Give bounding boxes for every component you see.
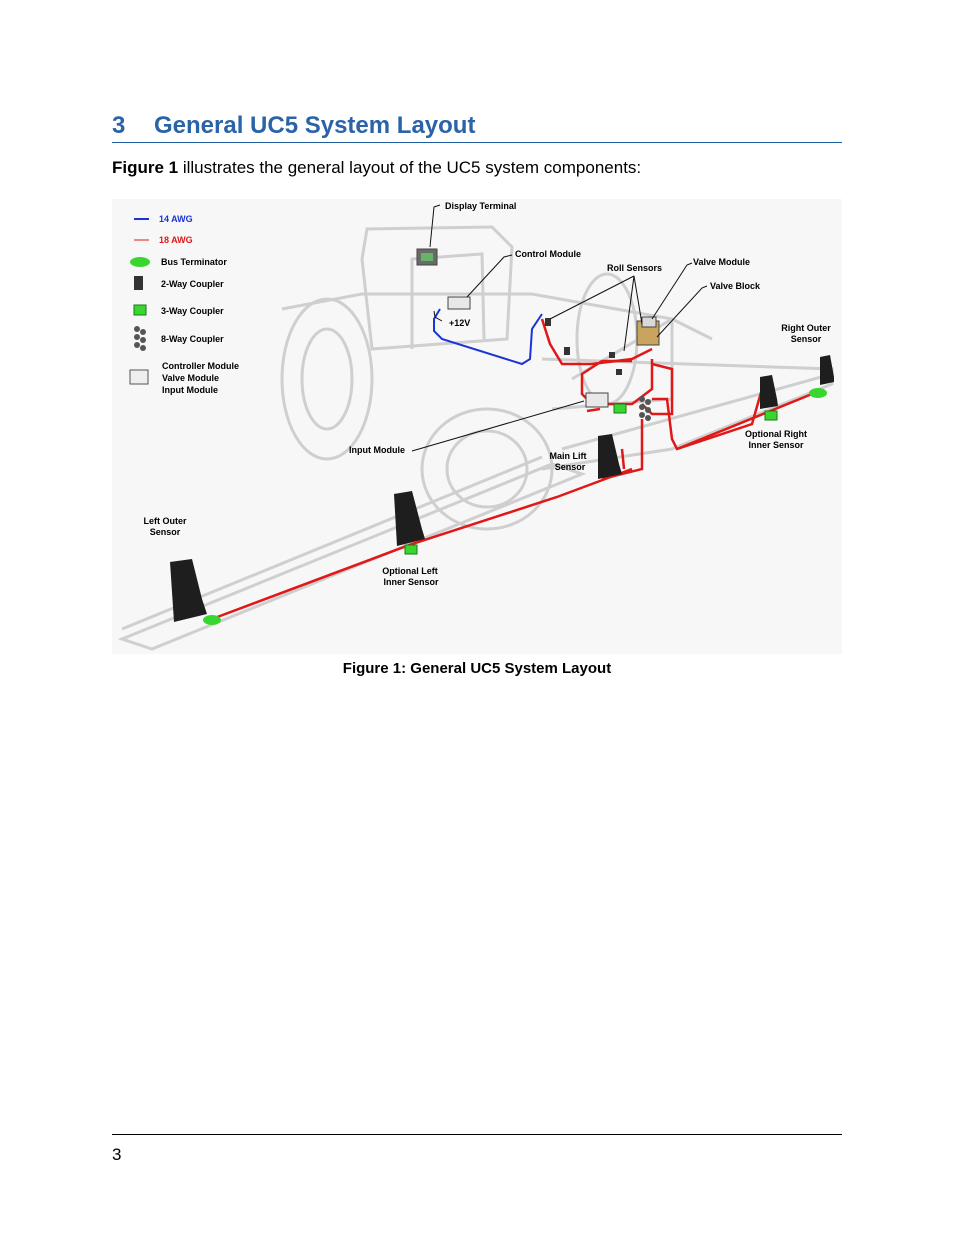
control-module-label: Control Module bbox=[515, 249, 581, 259]
section-number: 3 bbox=[112, 112, 126, 139]
module-boxes bbox=[416, 248, 660, 408]
legend-input-module-label: Input Module bbox=[162, 385, 218, 395]
valve-module-label: Valve Module bbox=[693, 257, 750, 267]
legend-18awg-label: 18 AWG bbox=[159, 235, 193, 245]
legend-eight-way-label: 8-Way Coupler bbox=[161, 334, 224, 344]
sensor-shapes bbox=[170, 355, 834, 622]
roll-sensor-marks bbox=[545, 318, 622, 375]
input-module-label: Input Module bbox=[349, 445, 405, 455]
legend-bus-terminator-label: Bus Terminator bbox=[161, 257, 227, 267]
left-inner-sensor-shape bbox=[394, 491, 425, 546]
system-layout-figure: 14 AWG 18 AWG Bus Terminator 2-Way Coupl… bbox=[112, 199, 842, 654]
eight-way-coupler-icon bbox=[134, 326, 146, 351]
valve-block-label: Valve Block bbox=[710, 281, 761, 291]
intro-paragraph: Figure 1 illustrates the general layout … bbox=[112, 158, 641, 178]
bus-terminator-icon bbox=[130, 257, 150, 267]
leader-lines bbox=[411, 204, 708, 452]
footer-rule bbox=[112, 1134, 842, 1135]
legend-14awg-label: 14 AWG bbox=[159, 214, 193, 224]
main-lift-label-line2: Sensor bbox=[555, 462, 586, 472]
legend-three-way-label: 3-Way Coupler bbox=[161, 306, 224, 316]
two-way-coupler-icon bbox=[134, 276, 143, 290]
system-layout-diagram: 14 AWG 18 AWG Bus Terminator 2-Way Coupl… bbox=[117, 201, 834, 651]
optional-right-inner-label-line2: Inner Sensor bbox=[748, 440, 804, 450]
module-icon bbox=[129, 369, 149, 385]
left-outer-label-line2: Sensor bbox=[150, 527, 181, 537]
callout-labels: Display Terminal Control Module Roll Sen… bbox=[143, 201, 831, 587]
bus-terminators bbox=[203, 388, 827, 625]
wire-18awg bbox=[211, 318, 813, 621]
three-way-coupler-icon bbox=[133, 304, 147, 316]
optional-right-inner-label-line1: Optional Right bbox=[745, 429, 807, 439]
wire-14awg bbox=[433, 308, 543, 366]
figure-reference: Figure 1 bbox=[112, 158, 179, 177]
main-lift-label-line1: Main Lift bbox=[550, 451, 587, 461]
three-way-couplers bbox=[404, 403, 778, 555]
eight-way-coupler-stack bbox=[639, 396, 651, 421]
section-title: General UC5 System Layout bbox=[154, 112, 476, 139]
legend: 14 AWG 18 AWG Bus Terminator 2-Way Coupl… bbox=[129, 214, 239, 395]
optional-left-inner-label-line1: Optional Left bbox=[382, 566, 438, 576]
valve-module-box bbox=[641, 316, 657, 328]
input-module-box bbox=[585, 392, 609, 408]
display-terminal-label: Display Terminal bbox=[445, 201, 516, 211]
control-module-box bbox=[447, 296, 471, 310]
right-outer-label-line2: Sensor bbox=[791, 334, 822, 344]
page-number: 3 bbox=[112, 1145, 122, 1164]
figure-caption: Figure 1: General UC5 System Layout bbox=[342, 660, 612, 677]
right-outer-label-line1: Right Outer bbox=[781, 323, 831, 333]
intro-text: illustrates the general layout of the UC… bbox=[178, 158, 642, 177]
legend-controller-module-label: Controller Module bbox=[162, 361, 239, 371]
legend-valve-module-label: Valve Module bbox=[162, 373, 219, 383]
legend-two-way-label: 2-Way Coupler bbox=[161, 279, 224, 289]
left-outer-sensor-shape bbox=[170, 559, 207, 622]
main-lift-sensor-shape bbox=[598, 434, 622, 479]
right-outer-sensor-shape bbox=[820, 355, 834, 385]
section-heading: 3 General UC5 System Layout bbox=[112, 110, 842, 143]
plus-12v-label: +12V bbox=[449, 318, 470, 328]
roll-sensors-label: Roll Sensors bbox=[607, 263, 662, 273]
optional-left-inner-label-line2: Inner Sensor bbox=[383, 577, 439, 587]
right-inner-sensor-shape bbox=[760, 375, 778, 409]
left-outer-label-line1: Left Outer bbox=[143, 516, 186, 526]
